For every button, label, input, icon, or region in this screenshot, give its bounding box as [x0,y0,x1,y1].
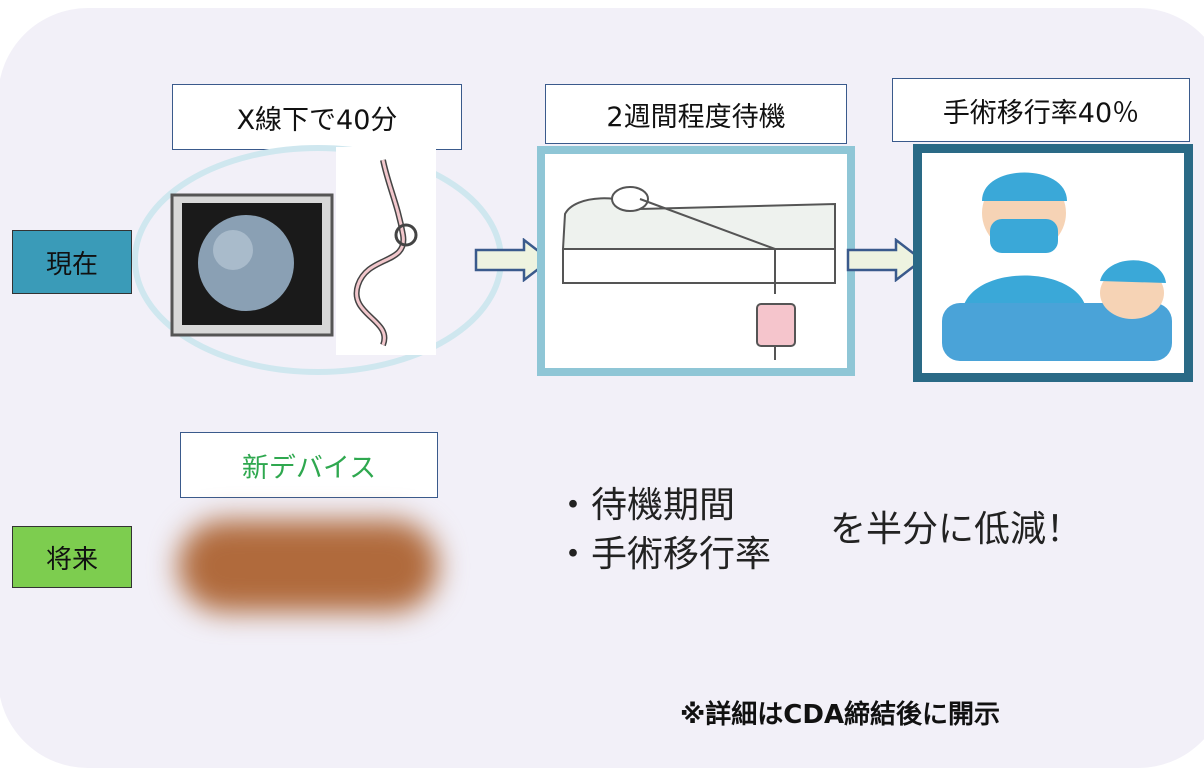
surgeon-icon [942,172,1172,361]
new-device-label: 新デバイス [180,432,438,498]
step-label-fluoroscopy: X線下で40分 [172,84,462,150]
step-label-surgery-rate: 手術移行率40％ [892,78,1190,142]
new-device-image-blurred [178,520,438,612]
patient-bed-icon [561,186,836,360]
arrow-right-icon [846,238,925,282]
step-label-waiting: 2週間程度待機 [545,84,847,144]
surgery-illustration-frame [913,144,1193,382]
bullet-surgery-rate: ・手術移行率 [555,534,772,575]
bullet-waiting-period: ・待機期間 [555,485,736,526]
result-text: を半分に低減！ [830,509,1083,550]
waiting-illustration-frame [537,146,855,376]
current-tag: 現在 [12,230,132,294]
fluoroscopy-illustration [132,145,504,375]
future-tag: 将来 [12,526,132,588]
footnote: ※詳細はCDA締結後に開示 [680,700,1001,730]
